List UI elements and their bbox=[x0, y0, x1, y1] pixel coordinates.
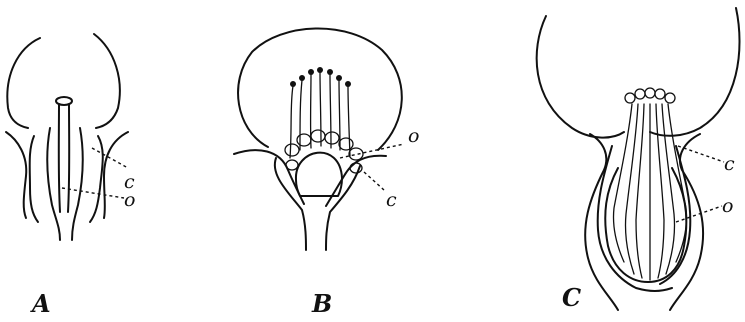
panel-b-calyx bbox=[234, 150, 304, 204]
panel-a: c o A bbox=[6, 34, 135, 318]
panel-c-label-c: c bbox=[724, 153, 735, 175]
panel-a-style bbox=[59, 104, 60, 212]
panel-b-label-c: c bbox=[386, 189, 397, 211]
panel-c: c o C bbox=[537, 8, 740, 312]
panel-c-letter: C bbox=[562, 283, 581, 312]
panel-c-petal bbox=[537, 16, 624, 138]
panel-b-label-o: o bbox=[408, 125, 419, 147]
panel-c-label-o: o bbox=[722, 195, 733, 217]
panel-c-styles bbox=[613, 88, 686, 280]
panel-b: o c B bbox=[234, 28, 419, 318]
panel-b-stamens bbox=[285, 67, 363, 173]
panel-b-letter: B bbox=[311, 289, 332, 318]
panel-a-calyx bbox=[6, 132, 26, 218]
panel-a-petal bbox=[7, 38, 40, 128]
panel-a-letter: A bbox=[30, 289, 51, 318]
panel-a-label-o: o bbox=[124, 189, 135, 211]
panel-a-stigma bbox=[56, 97, 72, 105]
